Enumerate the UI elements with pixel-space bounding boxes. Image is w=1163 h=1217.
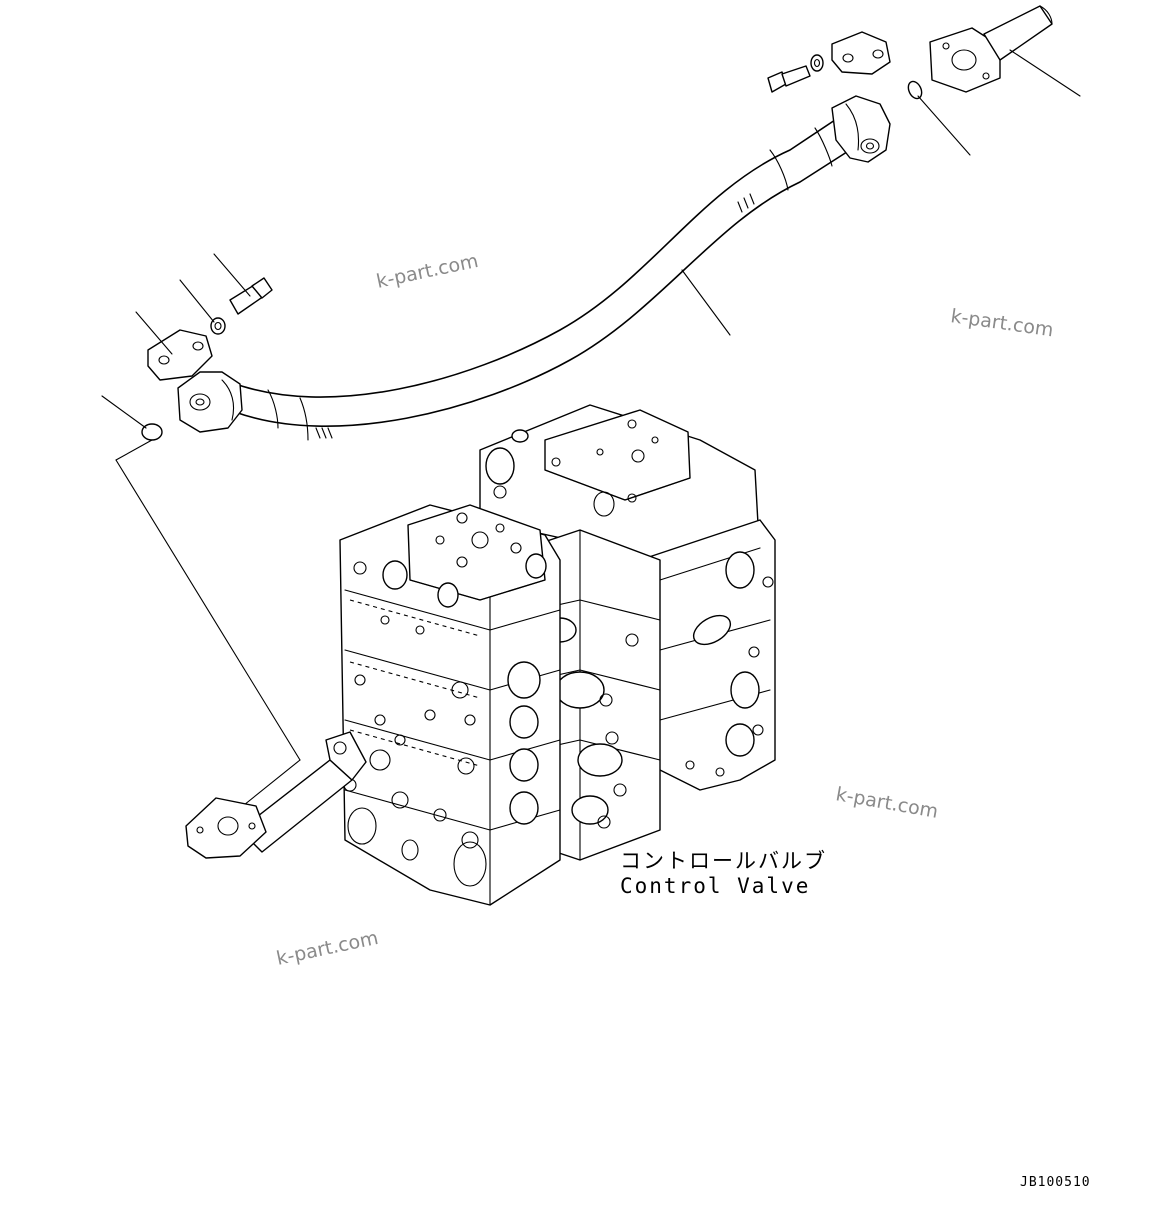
watermark-3: k-part.com: [834, 783, 940, 823]
upper-hose-fitting: [831, 95, 891, 163]
watermark-2: k-part.com: [949, 305, 1055, 341]
pump-flange: [929, 5, 1053, 93]
lower-hose-fitting: [177, 371, 243, 433]
hose: [229, 119, 851, 441]
watermark-4: k-part.com: [274, 927, 380, 970]
leader-lines: [101, 49, 1081, 806]
lower-o-ring: [141, 423, 163, 441]
component-label-en: Control Valve: [620, 874, 810, 898]
upper-bolt: [767, 65, 811, 93]
upper-washer: [810, 54, 824, 72]
component-label-jp: コントロールバルブ: [620, 849, 827, 873]
watermark-1: k-part.com: [374, 250, 480, 293]
upper-split-flange: [831, 31, 891, 75]
lower-bolt: [229, 277, 273, 315]
lower-split-flange: [147, 329, 213, 381]
valve-outlet-pipe: [185, 731, 367, 859]
control-valve: [339, 404, 776, 906]
upper-o-ring: [907, 80, 923, 100]
drawing-code: JB100510: [1020, 1175, 1091, 1190]
